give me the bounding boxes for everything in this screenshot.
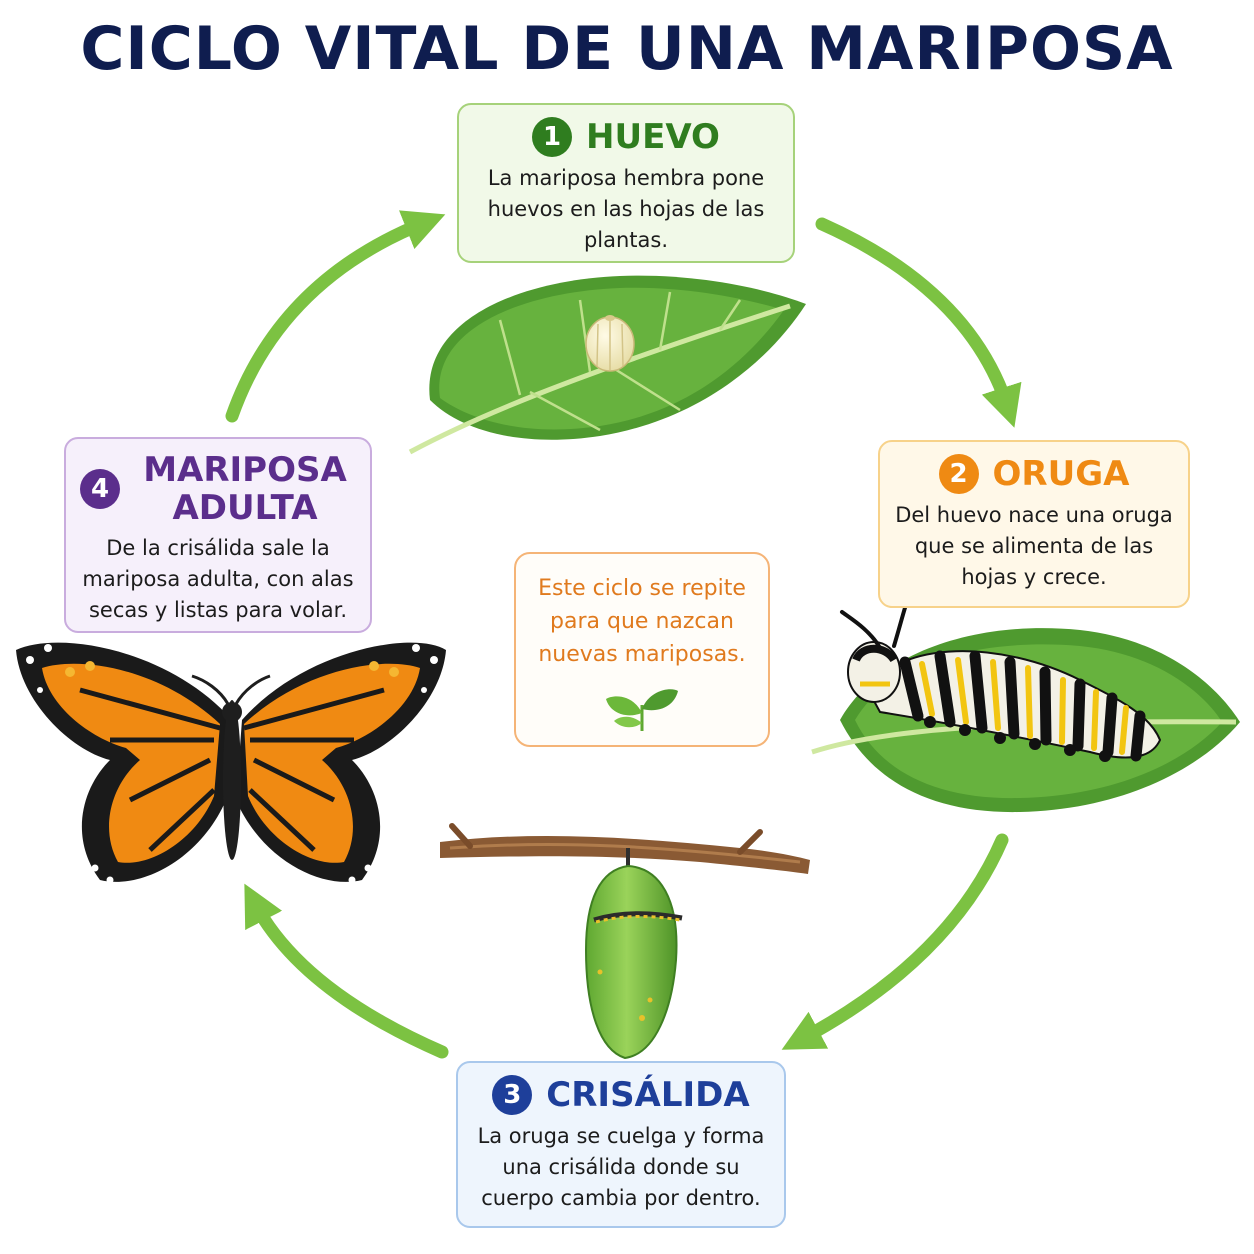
stage-description: La mariposa hembra pone huevos en las ho…	[487, 166, 765, 252]
stage-title: HUEVO	[586, 117, 720, 157]
branch-icon	[440, 823, 810, 874]
stage-description: La oruga se cuelga y forma una crisálida…	[477, 1124, 765, 1210]
stage-card-oruga: 2 ORUGA Del huevo nace una oruga que se …	[878, 440, 1190, 608]
stage-card-mariposa-adulta: 4 MARIPOSA ADULTA De la crisálida sale l…	[64, 437, 372, 633]
chrysalis-icon	[584, 848, 683, 1060]
stage-number-badge: 1	[532, 117, 573, 157]
egg-icon	[585, 315, 635, 372]
arrow-icon	[781, 833, 1009, 1050]
stage-description: De la crisálida sale la mariposa adulta,…	[82, 536, 354, 622]
butterfly-icon	[16, 642, 446, 884]
page-title: CICLO VITAL DE UNA MARIPOSA	[80, 14, 1174, 84]
arrow-icon	[815, 217, 1022, 428]
arrow-icon	[225, 210, 446, 423]
stage-title: MARIPOSA ADULTA	[143, 450, 347, 528]
stage-number-badge: 2	[938, 454, 979, 494]
stage-number-badge: 3	[492, 1075, 533, 1115]
stage-title: CRISÁLIDA	[546, 1075, 750, 1115]
stage-card-huevo: 1 HUEVO La mariposa hembra pone huevos e…	[457, 103, 795, 263]
cycle-note: Este ciclo se repite para que nazcan nue…	[514, 552, 770, 747]
cycle-note-text: Este ciclo se repite para que nazcan nue…	[538, 576, 746, 667]
sprout-icon	[606, 689, 678, 731]
arrow-icon	[244, 883, 449, 1059]
stage-title: ORUGA	[992, 454, 1130, 494]
stage-description: Del huevo nace una oruga que se alimenta…	[895, 503, 1173, 589]
cycle-arrows	[225, 210, 1022, 1059]
caterpillar-icon	[840, 590, 1162, 762]
stage-number-badge: 4	[80, 469, 120, 509]
stage-card-crisalida: 3 CRISÁLIDA La oruga se cuelga y forma u…	[456, 1061, 786, 1228]
